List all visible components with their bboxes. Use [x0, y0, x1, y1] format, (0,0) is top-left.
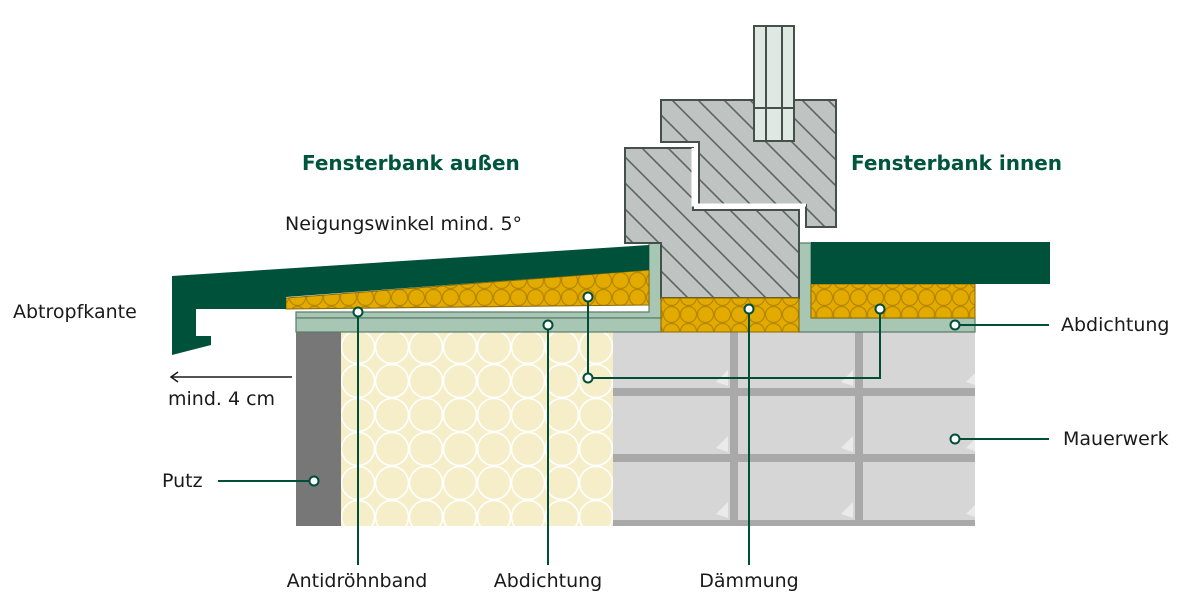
dot-anti-drum-tape: [352, 306, 364, 318]
overhang-arrow: [169, 371, 292, 383]
dot-outer-insulation: [582, 291, 594, 303]
heading-outside-sill: Fensterbank außen: [302, 151, 520, 175]
frame-gap-line: [691, 148, 806, 207]
leader-insulation-connector: [587, 297, 881, 379]
heading-inside-sill: Fensterbank innen: [851, 151, 1062, 175]
label-insulation: Dämmung: [699, 570, 798, 592]
wall-insulation-block: [341, 330, 613, 526]
callout-dots: [308, 291, 961, 487]
dot-inner-insulation: [874, 303, 886, 315]
frame-insulation: [660, 297, 800, 333]
outer-window-sill: [172, 245, 649, 355]
label-sealing-bottom: Abdichtung: [494, 570, 602, 592]
dot-plaster: [308, 475, 320, 487]
inner-sill-insulation: [810, 283, 976, 319]
dot-masonry: [949, 433, 961, 445]
glass-pane: [753, 25, 795, 142]
label-slope: Neigungswinkel mind. 5°: [285, 213, 522, 235]
label-masonry: Mauerwerk: [1063, 428, 1169, 450]
leader-lines: [218, 297, 1049, 565]
insulation-strips: [285, 269, 976, 333]
label-drip-edge: Abtropfkante: [13, 301, 137, 323]
window-sills: [172, 242, 1050, 355]
dot-insulation: [743, 303, 755, 315]
dot-sealing-bottom: [542, 319, 554, 331]
window-frame: [624, 25, 837, 299]
dot-sealing-right: [949, 319, 961, 331]
label-overhang: mind. 4 cm: [168, 388, 275, 410]
masonry-block: [613, 330, 975, 526]
wall: [296, 330, 975, 526]
label-sealing-right: Abdichtung: [1061, 314, 1169, 336]
plaster-layer: [296, 330, 341, 526]
outer-sealing-base: [295, 317, 662, 333]
label-anti-drum-tape: Antidröhnband: [287, 570, 428, 592]
label-plaster: Putz: [162, 470, 203, 492]
inner-window-sill: [811, 242, 1050, 284]
dot-connector-junction: [582, 372, 594, 384]
